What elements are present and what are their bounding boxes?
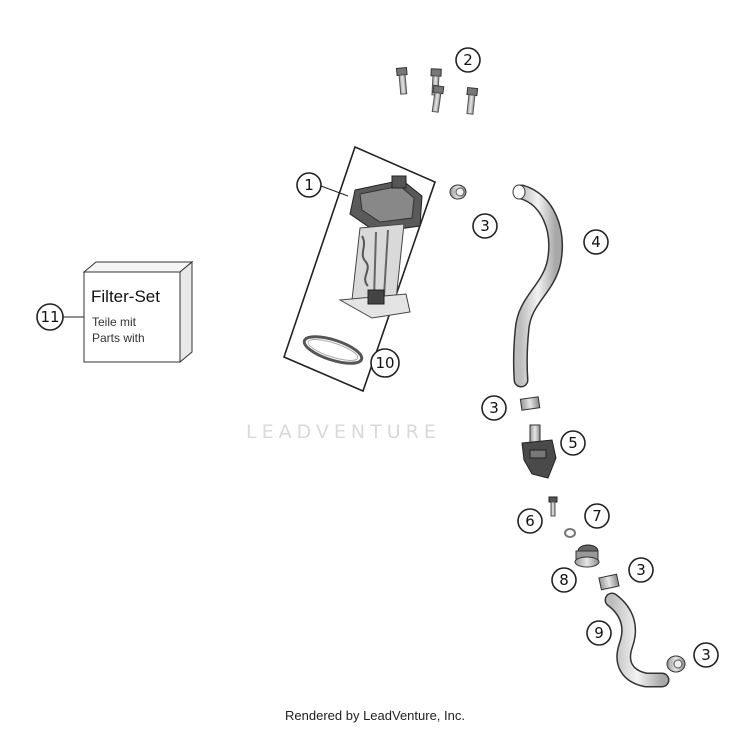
hose-sleeve-mid (519, 396, 541, 411)
svg-text:3: 3 (480, 217, 490, 235)
svg-text:11: 11 (40, 308, 59, 326)
svg-text:7: 7 (592, 507, 602, 525)
hose-clamp-lower (598, 573, 620, 591)
filter-set-title: Filter-Set (91, 287, 160, 306)
callout-10: 10 (370, 348, 400, 378)
hose-clamp-bottom (666, 655, 686, 673)
callout-4: 4 (583, 229, 609, 255)
screw-part (548, 496, 558, 517)
fuel-hose-part (512, 184, 563, 388)
svg-text:6: 6 (525, 512, 535, 530)
svg-text:5: 5 (568, 434, 578, 452)
bolts-part (395, 67, 479, 115)
callout-2: 2 (455, 47, 481, 73)
callout-9: 9 (586, 620, 612, 646)
svg-text:9: 9 (594, 624, 604, 642)
o-ring-part (302, 335, 364, 365)
callout-6: 6 (517, 508, 543, 534)
svg-text:8: 8 (559, 571, 569, 589)
footer-credit: Rendered by LeadVenture, Inc. (285, 708, 465, 723)
filter-set-line2: Parts with (92, 331, 145, 345)
washer-part (564, 528, 576, 538)
lower-hose-part (604, 592, 670, 688)
svg-text:1: 1 (304, 176, 314, 194)
fuel-pump-assembly (283, 145, 436, 393)
svg-text:3: 3 (701, 646, 711, 664)
filter-set-line1: Teile mit (92, 315, 137, 329)
callout-7: 7 (584, 503, 610, 529)
hose-clamp-top (449, 184, 467, 200)
quick-connector-part (521, 424, 557, 479)
callout-3-lower: 3 (628, 557, 654, 583)
fitting-part (574, 544, 600, 568)
watermark-text: LEADVENTURE (246, 421, 441, 443)
svg-text:10: 10 (375, 354, 394, 372)
svg-text:2: 2 (463, 51, 473, 69)
callout-3-bottom: 3 (693, 642, 719, 668)
callout-3-top: 3 (472, 213, 498, 239)
filter-set-box: Filter-Set Teile mit Parts with (82, 260, 194, 364)
callout-5: 5 (560, 430, 586, 456)
svg-text:3: 3 (489, 399, 499, 417)
svg-text:3: 3 (636, 561, 646, 579)
svg-text:4: 4 (591, 233, 601, 251)
callout-1: 1 (296, 172, 322, 198)
callout-3-mid: 3 (481, 395, 507, 421)
callout-8: 8 (551, 567, 577, 593)
callout-11: 11 (36, 303, 64, 331)
frame-leader (320, 185, 349, 197)
